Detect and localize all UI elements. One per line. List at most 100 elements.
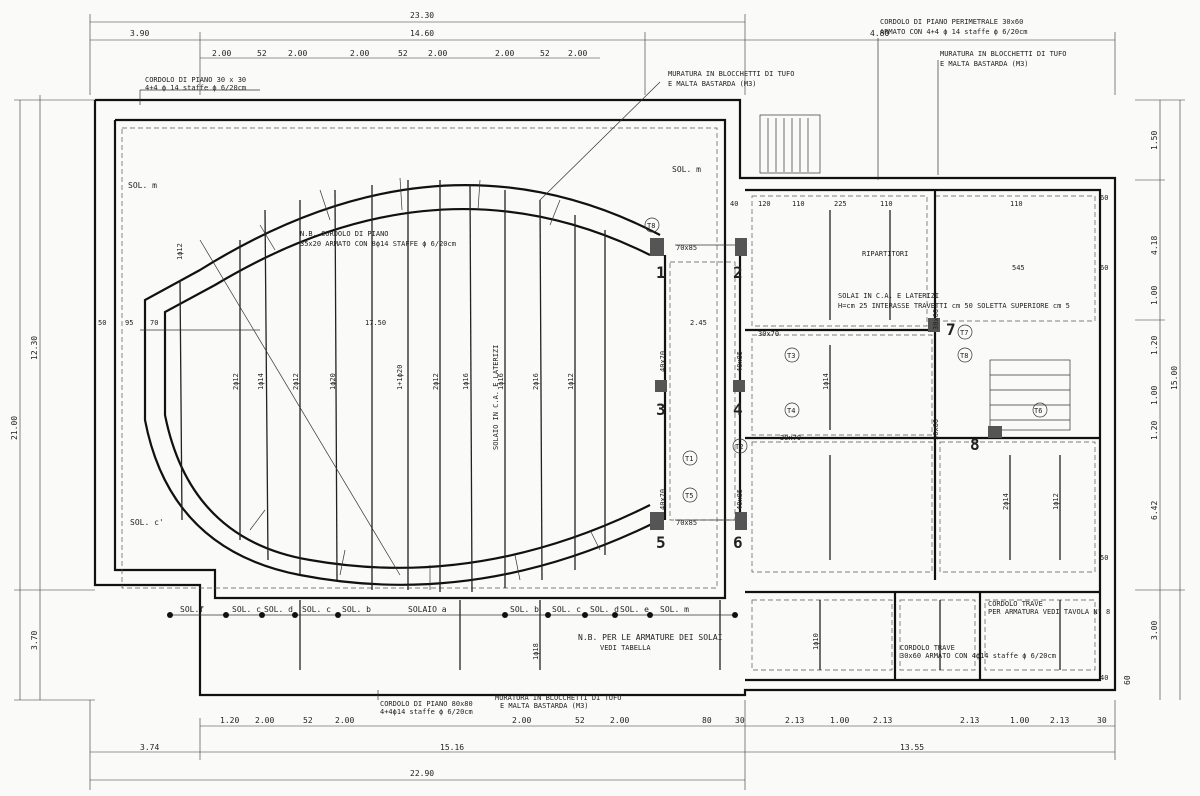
dim-inner-6: 110 [880, 200, 893, 208]
span-8: 1ϕ16 [497, 373, 505, 390]
colsize-8: 40x70 [659, 489, 667, 510]
colsize-9: 40x85 [736, 489, 744, 510]
column-number-2: 2 [733, 263, 743, 282]
dim-bot-r1-11: 2.13 [873, 716, 892, 725]
beam-t5: T5 [685, 492, 693, 500]
dim-top-r2-8: 2.00 [568, 49, 587, 58]
dim-bot-r1-12: 2.13 [960, 716, 979, 725]
dim-inner-14: 70 [150, 319, 158, 327]
note-solai-ca: SOLAI IN C.A. E LATERIZI [838, 292, 939, 300]
dim-top-r2-3: 2.00 [350, 49, 369, 58]
note-cordolo-perim-sub: ARMATO CON 4+4 ϕ 14 staffe ϕ 6/20cm [880, 28, 1028, 36]
dim-inner-9: 60 [1100, 194, 1108, 202]
column-markers [650, 238, 1002, 530]
note-cordolo-trave-sub: 30x60 ARMATO CON 4ϕ14 staffe ϕ 6/20cm [900, 652, 1056, 660]
dim-inner-13: 50 [1100, 554, 1108, 562]
dim-inner-0: 17.50 [365, 319, 386, 327]
note-muratura-top: MURATURA IN BLOCCHETTI DI TUFO [668, 70, 794, 78]
note-cordolo-trave2: CORDOLO TRAVE [988, 600, 1043, 608]
sol-label-6: SOL. b [510, 605, 539, 614]
span-9: 2ϕ16 [532, 373, 540, 390]
dim-bot-r2-0: 3.74 [140, 743, 159, 752]
dim-inner-15: 40 [1100, 674, 1108, 682]
span-1: 2ϕ12 [232, 373, 240, 390]
note-nb-cordolo: N.B. CORDOLO DI PIANO [300, 230, 389, 238]
sol-label-2: SOL. d [264, 605, 293, 614]
dim-bot-r1-8: 30 [735, 716, 745, 725]
dim-right-5: 15.00 [1170, 366, 1179, 390]
dim-inner-12: 95 [125, 319, 133, 327]
column-number-7: 7 [946, 320, 956, 339]
note-cordolo-trave: CORDOLO TRAVE [900, 644, 955, 652]
colsize-7: 30x60 [932, 419, 940, 440]
span-11: 1ϕ14 [822, 373, 830, 390]
dim-bot-r1-10: 1.00 [830, 716, 849, 725]
dim-bot-r1-6: 2.00 [610, 716, 629, 725]
dim-top-r2-0: 2.00 [212, 49, 231, 58]
dim-right-1: 4.18 [1150, 236, 1159, 255]
dim-inner-8: 60 [1100, 264, 1108, 272]
dim-top-r2-4: 52 [398, 49, 408, 58]
outer-walls [93, 98, 1117, 697]
dim-inner-1: 2.45 [690, 319, 707, 327]
room-label-2: SOL. c' [130, 518, 164, 527]
dim-bot-r1-2: 52 [303, 716, 313, 725]
dim-left-2: 3.70 [30, 631, 39, 650]
dim-bot-r2-2: 13.55 [900, 743, 924, 752]
column-number-3: 3 [656, 400, 666, 419]
dim-bot-r1-3: 2.00 [335, 716, 354, 725]
dim-bot-r1-4: 2.00 [512, 716, 531, 725]
dim-right-4: 1.00 [1150, 386, 1159, 405]
inner-dimensions: 17.50 2.45 545 120 110 225 110 110 60 60… [98, 194, 1108, 682]
annotations: CORDOLO DI PIANO 30 x 30 4+4 ϕ 14 staffe… [139, 18, 1110, 716]
dim-top-total: 23.30 [410, 11, 434, 20]
sol-label-10: SOL. m [660, 605, 689, 614]
elliptical-ring-wall [143, 177, 661, 590]
span-14: 1ϕ10 [812, 633, 820, 650]
dim-right-6: 1.20 [1150, 421, 1159, 440]
colsize-4: 30x70 [758, 330, 779, 338]
note-cordolo-trave2-sub: PER ARMATURA VEDI TAVOLA N° 8 [988, 608, 1110, 616]
note-cordolo-bottom: CORDOLO DI PIANO 80x80 [380, 700, 473, 708]
dim-right-3: 1.20 [1150, 336, 1159, 355]
note-nb-solai: N.B. PER LE ARMATURE DEI SOLAI [578, 633, 723, 642]
note-muratura-right-sub: E MALTA BASTARDA (M3) [940, 60, 1029, 68]
sol-label-1: SOL. c [232, 605, 261, 614]
span-3: 2ϕ12 [292, 373, 300, 390]
note-cordolo-bottom-sub: 4+4ϕ14 staffe ϕ 6/20cm [380, 708, 473, 716]
span-4: 1ϕ20 [329, 373, 337, 390]
dim-top-r2-5: 2.00 [428, 49, 447, 58]
dim-top-r2-7: 52 [540, 49, 550, 58]
column-number-1: 1 [656, 263, 666, 282]
dim-inner-5: 225 [834, 200, 847, 208]
dim-inner-11: 50 [98, 319, 106, 327]
note-cordolo-perim: CORDOLO DI PIANO PERIMETRALE 30x60 [880, 18, 1023, 26]
beam-markers: T8 T1 T2 T3 T4 T5 T6 T7 T8 [644, 217, 1048, 503]
dim-right-8: 3.00 [1150, 621, 1159, 640]
note-solaio-ca-vert: SOLAIO IN C.A. E LATERIZI [492, 345, 500, 450]
dim-bot-r1-13: 1.00 [1010, 716, 1029, 725]
dim-right-9: 60 [1123, 675, 1132, 685]
span-5: 1+1ϕ20 [396, 365, 404, 390]
dim-right-0: 1.50 [1150, 131, 1159, 150]
note-nb-cordolo-sub: 35x20 ARMATO CON 8ϕ14 STAFFE ϕ 6/20cm [300, 240, 456, 248]
room-labels: SOL. m SOL. m SOL. c' [128, 165, 701, 527]
dim-bot-r1-7: 80 [702, 716, 712, 725]
dim-top-mid: 14.60 [410, 29, 434, 38]
room-label-0: SOL. m [128, 181, 157, 190]
column-number-6: 6 [733, 533, 743, 552]
sol-label-5: SOLAIO a [408, 605, 447, 614]
note-muratura-bottom-sub: E MALTA BASTARDA (M3) [500, 702, 589, 710]
dim-top-r2-6: 2.00 [495, 49, 514, 58]
colsize-1: 70x85 [676, 519, 697, 527]
note-nb-solai-sub: VEDI TABELLA [600, 644, 651, 652]
right-dimension-lines: 1.50 4.18 1.00 1.20 1.00 15.00 1.20 6.42… [1123, 99, 1185, 700]
beam-t7: T7 [960, 329, 968, 337]
dim-right-2: 1.00 [1150, 286, 1159, 305]
dim-bot-r1-9: 2.13 [785, 716, 804, 725]
column-sizes: 70x85 70x85 40x70 40x85 30x70 30x70 30x6… [659, 244, 940, 527]
note-muratura-right: MURATURA IN BLOCCHETTI DI TUFO [940, 50, 1066, 58]
column-numbers: 1 2 3 4 5 6 7 8 [656, 263, 980, 552]
beam-t4: T4 [787, 407, 795, 415]
sol-label-9: SOL. e [620, 605, 649, 614]
